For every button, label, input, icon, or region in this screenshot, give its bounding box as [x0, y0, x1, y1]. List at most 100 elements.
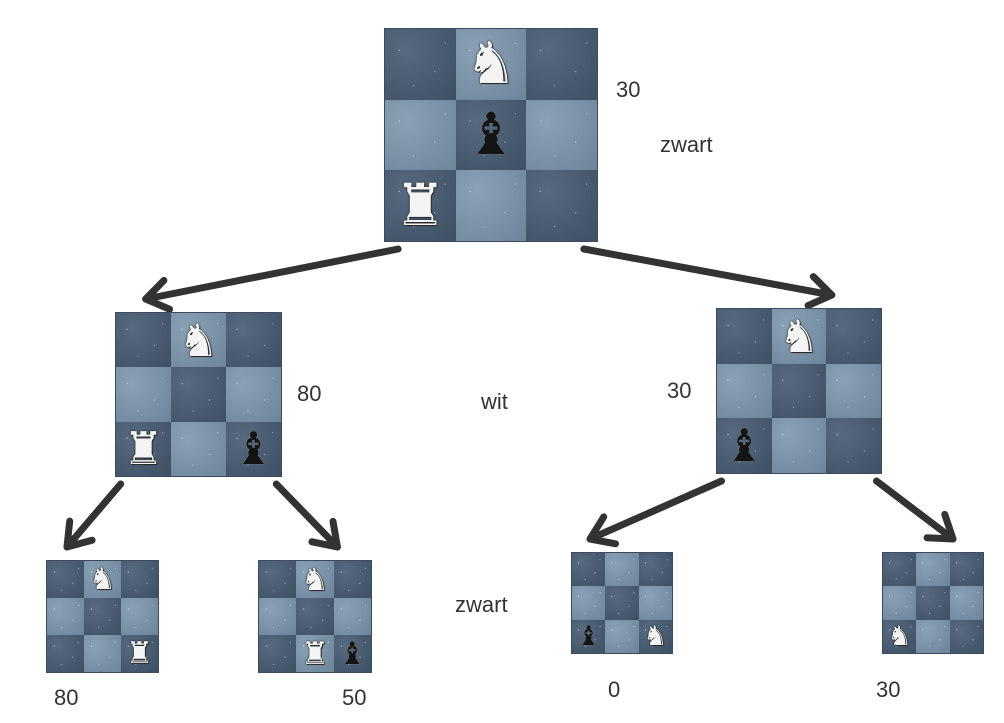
board-cell: [916, 586, 950, 620]
board-cell: ♜: [116, 421, 171, 476]
board-cell: [47, 561, 84, 598]
board-left: ♞ ♜ ♝: [116, 313, 281, 476]
board-cell: ♞: [171, 313, 226, 368]
board-cell: [333, 561, 371, 598]
board-cell: [259, 561, 297, 598]
white-knight-icon: ♞: [778, 310, 820, 362]
board-cell: ♞: [455, 29, 527, 100]
board-cell: [47, 635, 84, 672]
score-lr: 50: [342, 685, 367, 710]
board-cell: ♝: [333, 635, 371, 672]
board-cell: [116, 313, 171, 368]
turn-label-level1: wit: [481, 389, 508, 414]
score-rr: 30: [876, 677, 901, 702]
board-cell: [47, 598, 84, 635]
board-cell: [605, 586, 639, 620]
board-cell: [771, 363, 827, 419]
white-knight-icon: ♞: [89, 562, 116, 596]
board-cell: [638, 553, 672, 587]
board-cell: [84, 635, 121, 672]
score-right: 30: [667, 378, 692, 403]
board-cell: [826, 309, 881, 364]
board-cell: [949, 619, 983, 653]
white-rook-icon: ♜: [394, 172, 447, 238]
board-cell: [826, 363, 881, 419]
score-left: 80: [297, 381, 322, 406]
board-cell: [949, 586, 983, 620]
board-cell: [916, 619, 950, 653]
board-ll: ♞♜: [47, 561, 158, 672]
board-cell: [121, 598, 158, 635]
white-knight-icon: ♞: [643, 620, 668, 651]
board-cell: [949, 553, 983, 587]
board-cell: [572, 553, 606, 587]
board-lr: ♞ ♜ ♝: [259, 561, 371, 672]
score-ll: 80: [54, 685, 79, 710]
board-cell: [171, 421, 226, 476]
board-cell: ♞: [84, 561, 121, 598]
board-right: ♞♝: [717, 309, 881, 473]
board-rr: ♞: [883, 553, 983, 653]
board-cell: [385, 29, 456, 100]
board-cell: [526, 99, 597, 171]
board-cell: [771, 418, 827, 473]
board-cell: ♜: [385, 170, 456, 241]
board-root: ♞♝ ♜: [385, 29, 597, 241]
board-cell: [226, 367, 281, 422]
board-cell: ♜: [296, 635, 334, 672]
board-cell: [385, 99, 456, 171]
board-cell: [605, 619, 639, 653]
white-rook-icon: ♜: [123, 423, 164, 475]
board-cell: [526, 29, 597, 100]
arrow-left-to-ll: [63, 480, 125, 551]
board-cell: ♝: [717, 418, 772, 473]
board-cell: [171, 367, 226, 422]
white-knight-icon: ♞: [301, 562, 329, 597]
black-bishop-icon: ♝: [338, 636, 367, 671]
board-cell: ♞: [638, 619, 672, 653]
score-rl: 0: [608, 677, 621, 702]
board-cell: [883, 586, 917, 620]
board-cell: ♞: [883, 619, 917, 653]
board-cell: [259, 635, 297, 672]
board-cell: [717, 363, 772, 419]
board-cell: [572, 586, 606, 620]
arrow-root-to-right: [580, 245, 836, 310]
board-cell: ♝: [455, 99, 527, 171]
board-cell: [826, 418, 881, 473]
board-rl: ♝♞: [572, 553, 672, 653]
board-cell: ♝: [226, 421, 281, 476]
white-rook-icon: ♜: [301, 636, 329, 671]
arrow-right-to-rr: [872, 477, 957, 543]
arrow-right-to-rl: [586, 477, 726, 548]
turn-label-level0: zwart: [660, 132, 713, 157]
turn-label-level2: zwart: [455, 592, 508, 617]
white-knight-icon: ♞: [178, 314, 219, 366]
board-cell: [259, 598, 297, 635]
board-cell: [717, 309, 772, 364]
board-cell: [296, 598, 334, 635]
board-cell: ♞: [296, 561, 334, 598]
board-cell: [116, 367, 171, 422]
board-cell: [455, 170, 527, 241]
white-knight-icon: ♞: [887, 620, 912, 651]
arrow-left-to-lr: [272, 480, 341, 551]
black-bishop-icon: ♝: [576, 620, 601, 651]
black-bishop-icon: ♝: [233, 423, 274, 475]
board-cell: [84, 598, 121, 635]
board-cell: [638, 586, 672, 620]
board-cell: [605, 553, 639, 587]
arrow-root-to-left: [142, 245, 402, 313]
board-cell: ♜: [121, 635, 158, 672]
board-cell: [333, 598, 371, 635]
score-root: 30: [616, 77, 641, 102]
board-cell: [916, 553, 950, 587]
board-cell: ♝: [572, 619, 606, 653]
board-cell: ♞: [771, 309, 827, 364]
black-bishop-icon: ♝: [464, 101, 517, 167]
board-cell: [121, 561, 158, 598]
white-rook-icon: ♜: [126, 636, 153, 670]
black-bishop-icon: ♝: [724, 420, 765, 472]
board-cell: [226, 313, 281, 368]
